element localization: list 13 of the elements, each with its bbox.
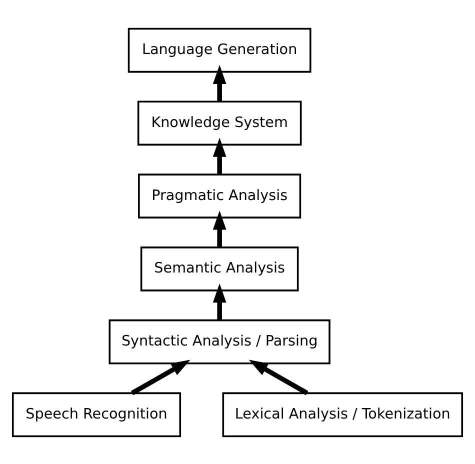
node-box: Knowledge System <box>137 100 302 146</box>
node-box: Language Generation <box>128 27 312 72</box>
node-box: Syntactic Analysis / Parsing <box>108 318 330 364</box>
arrow <box>212 283 226 320</box>
arrow <box>212 137 226 174</box>
node-box: Pragmatic Analysis <box>138 173 302 218</box>
arrow <box>212 64 226 102</box>
arrow <box>212 210 226 247</box>
arrow <box>130 359 190 395</box>
node-box: Lexical Analysis / Tokenization <box>222 392 464 437</box>
node-box: Speech Recognition <box>12 392 182 437</box>
node-box: Semantic Analysis <box>140 246 299 291</box>
arrow <box>248 359 308 395</box>
